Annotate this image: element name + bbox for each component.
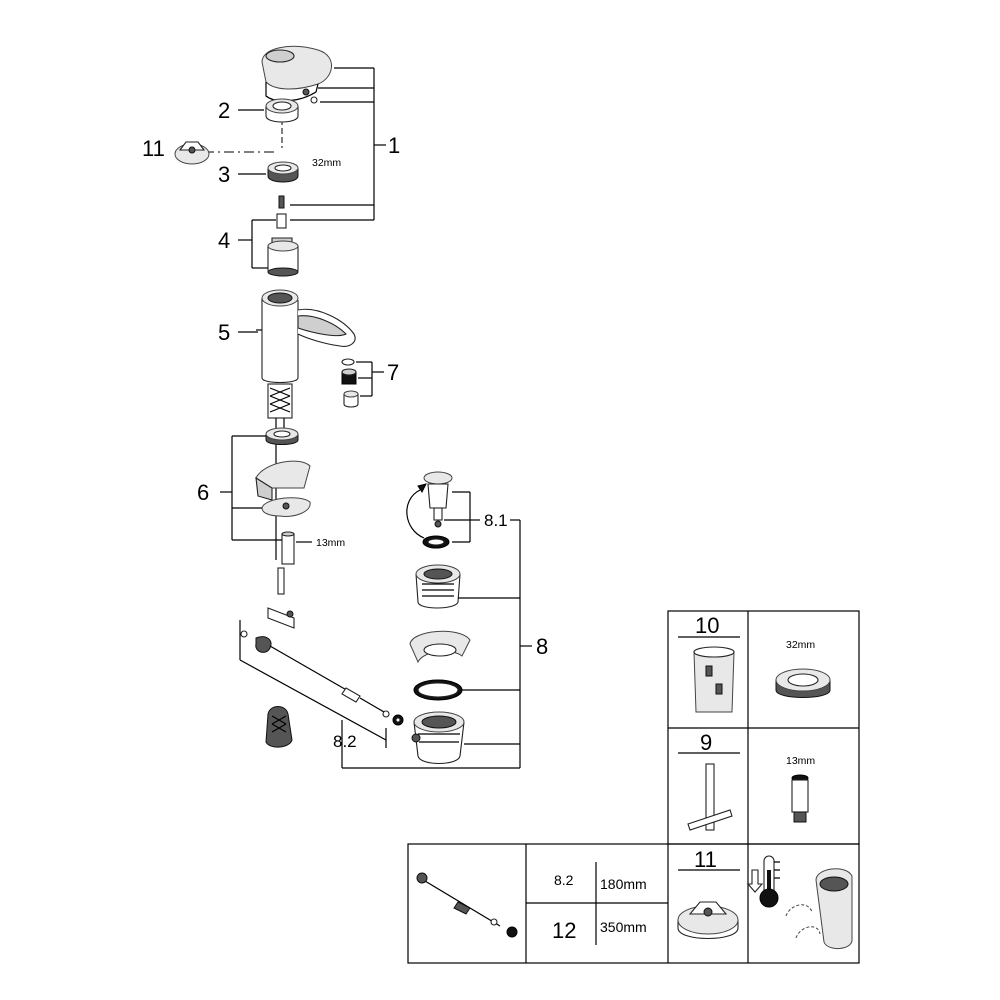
cartridge	[267, 195, 299, 277]
callout-1: 1	[388, 133, 400, 158]
callout-5: 5	[218, 320, 230, 345]
socket-key-icon	[693, 646, 735, 713]
table-size-32mm: 32mm	[786, 639, 815, 651]
part-6-bracket	[220, 435, 312, 543]
table-part-10: 10	[695, 613, 719, 638]
part-8-2-bracket	[239, 620, 520, 769]
lever-operation-icon	[785, 868, 853, 949]
nut-32mm	[267, 161, 299, 183]
faucet-body	[256, 289, 356, 560]
parts-table	[407, 610, 860, 964]
callout-8: 8	[536, 634, 548, 659]
part-8-bracket	[458, 519, 532, 768]
nut-icon-32mm	[775, 668, 831, 698]
pop-up-waste	[406, 471, 471, 765]
lever-handle	[261, 45, 332, 104]
part-8-1-bracket	[444, 491, 480, 543]
callout-11: 11	[142, 136, 165, 161]
cover-ring	[265, 98, 299, 123]
table-part-9: 9	[700, 730, 712, 755]
callout-2: 2	[218, 98, 230, 123]
part-1-bracket	[290, 67, 386, 221]
cap-part-11	[174, 141, 210, 165]
callout-3: 3	[218, 162, 230, 187]
part-4-bracket	[238, 219, 276, 269]
dim-13mm: 13mm	[316, 537, 345, 549]
callout-8-1: 8.1	[484, 511, 508, 530]
hex-nut-13mm-icon	[791, 774, 809, 823]
aerator	[341, 358, 359, 408]
mounting-set	[255, 427, 311, 565]
callout-7: 7	[387, 360, 399, 385]
table-size-13mm: 13mm	[786, 755, 815, 767]
lift-rod-assembly	[240, 567, 404, 748]
lift-rod-icon	[416, 872, 518, 938]
spindle-key-icon	[687, 763, 733, 831]
callout-6: 6	[197, 480, 209, 505]
table-row2-part: 12	[552, 918, 576, 943]
table-part-11: 11	[694, 847, 717, 872]
callout-8-2: 8.2	[333, 732, 357, 751]
callout-4: 4	[218, 228, 230, 253]
thermometer-icon	[746, 855, 780, 908]
table-row2-length: 350mm	[600, 919, 647, 935]
table-row1-length: 180mm	[600, 876, 647, 892]
part-7-bracket	[356, 361, 384, 397]
cap-icon	[677, 901, 739, 940]
dim-32mm: 32mm	[312, 157, 341, 169]
table-row1-part: 8.2	[554, 872, 574, 888]
